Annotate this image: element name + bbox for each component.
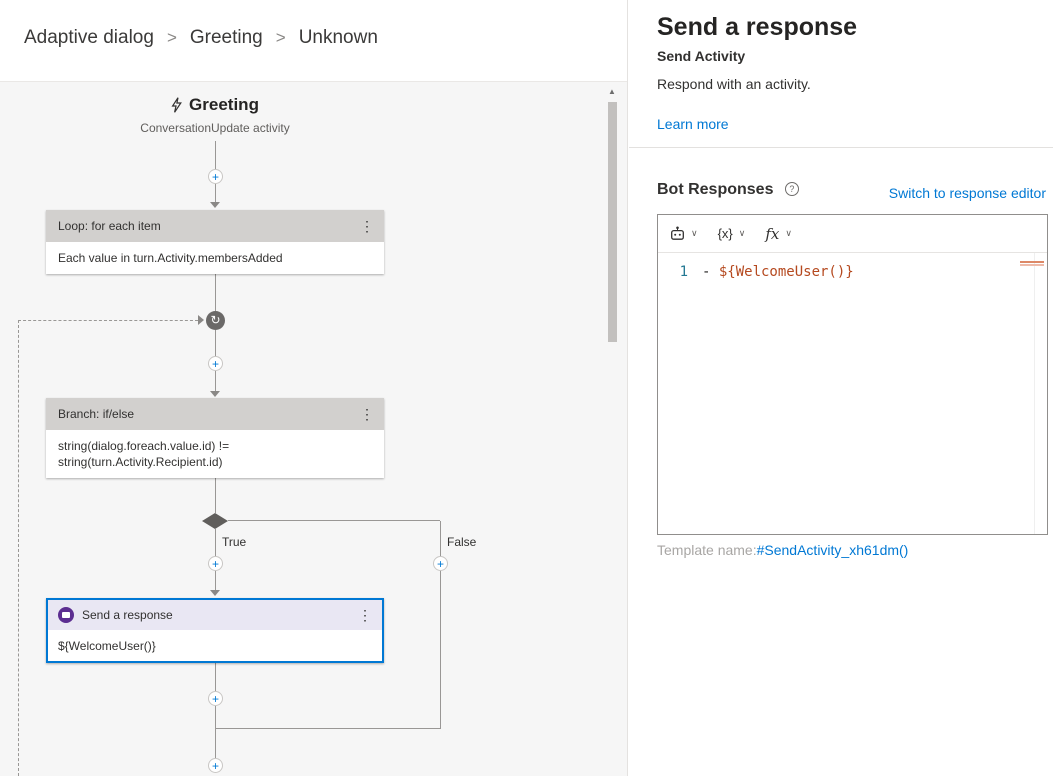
connector-line [215,663,216,691]
editor-toolbar: ∨ {x} ∨ fx ∨ [658,215,1047,253]
node-menu-button[interactable]: ⋮ [358,606,372,623]
panel-title: Send a response [657,13,858,41]
branch-join-line [215,728,441,729]
connector-line [215,571,216,590]
action-node-branch-ifelse[interactable]: Branch: if/else ⋮ string(dialog.foreach.… [46,398,384,478]
node-header: Loop: for each item ⋮ [46,210,384,242]
trigger-title: Greeting [75,95,355,115]
minimap-divider [1034,253,1035,534]
properties-panel: Send a response Send Activity Respond wi… [627,0,1053,776]
panel-description: Respond with an activity. [657,76,811,92]
breadcrumb-separator: > [275,28,286,47]
false-branch-line [440,521,441,728]
connector-line [215,141,216,169]
breadcrumb-bar: Adaptive dialog > Greeting > Unknown [0,0,627,82]
chevron-down-icon: ∨ [738,228,746,238]
connector-line [215,274,216,312]
help-icon[interactable]: ? [784,182,799,196]
template-name-link[interactable]: #SendActivity_xh61dm() [756,542,909,558]
scrollbar-thumb[interactable] [608,102,617,342]
trigger-subtitle: ConversationUpdate activity [140,121,290,135]
code-template-ref: ${WelcomeUser()} [718,264,854,280]
connector-line [215,529,216,556]
branch-diamond-icon [202,513,228,529]
false-branch-line [228,520,440,521]
breadcrumb-item-greeting[interactable]: Greeting [189,27,263,48]
code-text: - [702,264,719,280]
breadcrumb-item-unknown[interactable]: Unknown [298,27,378,48]
connector-line [215,729,216,758]
send-activity-icon [58,607,74,623]
chevron-down-icon: ∨ [785,228,792,238]
add-action-button[interactable]: + [208,169,223,184]
bot-response-dropdown[interactable]: ∨ [670,226,698,241]
add-action-button[interactable]: + [433,556,448,571]
connector-line [215,184,216,203]
canvas-scrollbar[interactable]: ▲ [603,83,621,776]
code-editor-content[interactable]: 1 - ${WelcomeUser()} [658,253,1047,534]
trigger-title-text: Greeting [189,95,259,114]
true-branch-label: True [222,535,247,549]
breadcrumb-item-adaptive-dialog[interactable]: Adaptive dialog [24,27,154,48]
connector-line [215,371,216,391]
divider [629,147,1053,148]
panel-subtitle: Send Activity [657,48,746,64]
template-name-row: Template name:#SendActivity_xh61dm() [657,542,908,558]
connector-arrow-icon [210,202,220,208]
false-branch-label: False [447,535,477,549]
add-action-button[interactable]: + [208,556,223,571]
connector-arrow-icon [210,590,220,596]
loop-back-line [18,320,198,321]
template-name-label: Template name: [657,542,757,558]
code-line: - ${WelcomeUser()} [702,264,854,280]
node-body: Each value in turn.Activity.membersAdded [46,242,384,274]
breadcrumb-separator: > [166,28,177,47]
variable-dropdown[interactable]: {x} ∨ [718,226,746,241]
bot-icon [671,226,684,240]
bot-responses-section-label: Bot Responses ? [657,181,799,199]
loop-back-arrow-icon [198,315,204,325]
minimap [1020,261,1044,263]
connector-arrow-icon [210,391,220,397]
add-action-button[interactable]: + [208,691,223,706]
loop-icon: ↻ [206,311,225,330]
lightning-icon [171,97,182,113]
connector-line [215,330,216,356]
node-menu-button[interactable]: ⋮ [360,405,374,422]
switch-to-response-editor-link[interactable]: Switch to response editor [888,185,1046,201]
add-action-button[interactable]: + [208,758,223,773]
node-title: Branch: if/else [58,407,135,421]
node-header: Send a response ⋮ [48,600,382,630]
connector-line [215,706,216,729]
line-number: 1 [679,264,688,280]
response-code-editor: ∨ {x} ∨ fx ∨ 1 - ${WelcomeUser()} [657,214,1048,535]
action-node-send-response[interactable]: Send a response ⋮ ${WelcomeUser()} [46,598,384,663]
node-header: Branch: if/else ⋮ [46,398,384,430]
connector-line [215,478,216,513]
variable-label: {x} [717,226,733,241]
node-title: Send a response [82,608,173,622]
breadcrumb: Adaptive dialog > Greeting > Unknown [24,27,378,49]
node-title: Loop: for each item [58,219,161,233]
branch-condition-line: string(dialog.foreach.value.id) != [58,439,230,453]
function-dropdown[interactable]: fx ∨ [765,225,792,243]
add-action-button[interactable]: + [208,356,223,371]
bot-responses-text: Bot Responses [657,181,774,198]
action-node-loop-foreach[interactable]: Loop: for each item ⋮ Each value in turn… [46,210,384,274]
node-body: ${WelcomeUser()} [48,630,382,661]
branch-condition-line: string(turn.Activity.Recipient.id) [58,455,223,469]
node-menu-button[interactable]: ⋮ [360,217,374,234]
learn-more-link[interactable]: Learn more [657,116,729,132]
scroll-up-button[interactable]: ▲ [608,87,616,96]
function-label: fx [765,224,780,243]
loop-back-line [18,320,19,776]
node-body: string(dialog.foreach.value.id) != strin… [46,430,384,478]
chevron-down-icon: ∨ [691,228,698,238]
